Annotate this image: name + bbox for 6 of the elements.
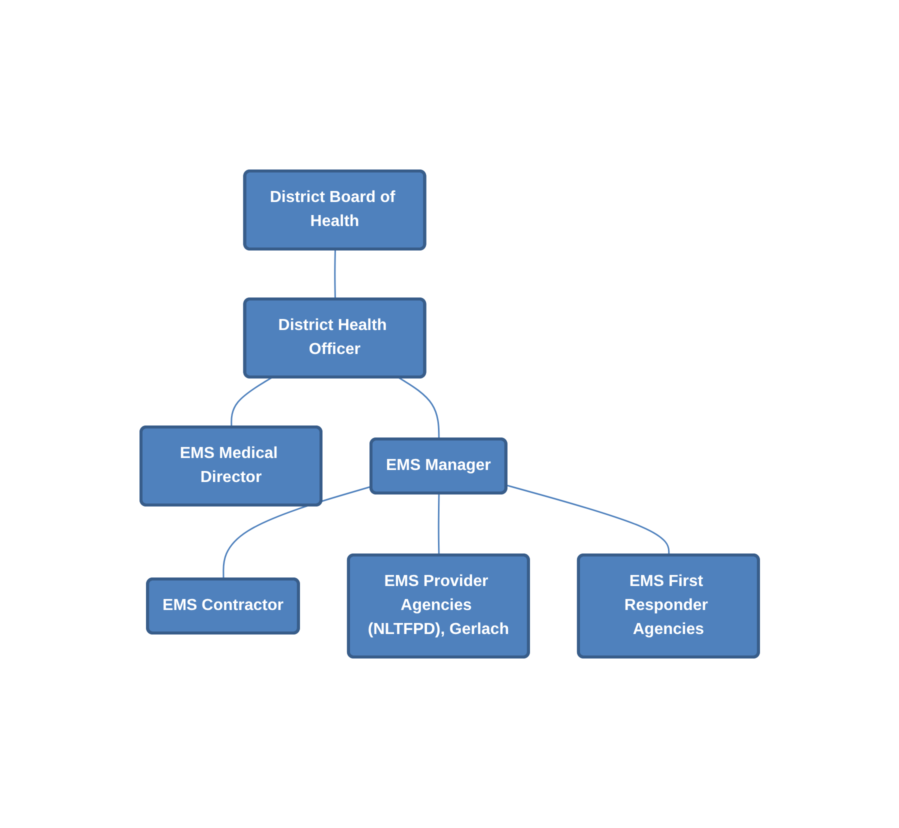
connector — [230, 376, 272, 428]
connector — [222, 486, 372, 580]
connector — [438, 493, 440, 556]
connector — [334, 249, 336, 300]
connector — [398, 376, 440, 440]
connector — [506, 484, 670, 556]
